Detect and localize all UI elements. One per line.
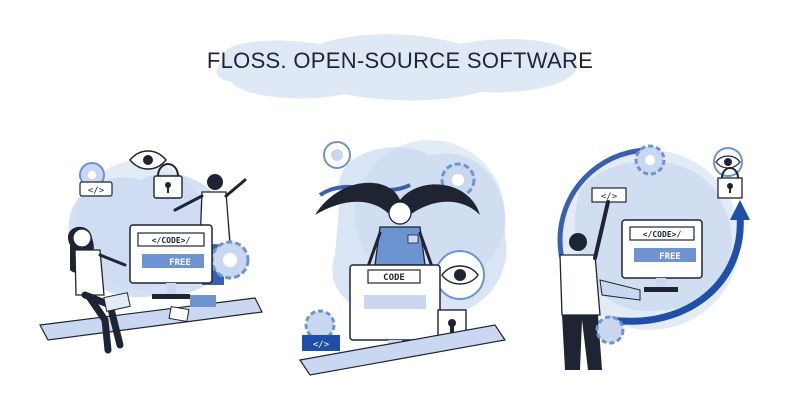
man-figure: [559, 200, 610, 370]
eye-icon: [129, 150, 167, 170]
monitor: </CODE>/ FREE: [129, 224, 213, 299]
header: FLOSS. OPEN-SOURCE SOFTWARE: [0, 0, 800, 110]
lock-icon: [153, 163, 183, 199]
scene-woman-at-computer: </> </CODE>/: [30, 130, 280, 380]
target-icon: [323, 141, 351, 169]
gear-icon: [634, 144, 666, 176]
svg-text:</CODE>/: </CODE>/: [152, 236, 191, 245]
svg-text:</>: </>: [88, 186, 105, 196]
eye-icon: [435, 250, 485, 300]
code-tag-icon: </>: [79, 181, 113, 197]
svg-text:CODE: CODE: [383, 273, 405, 283]
code-tag-icon: </>: [302, 335, 340, 351]
lock-icon: [717, 167, 743, 199]
svg-text:</CODE>/: </CODE>/: [643, 230, 682, 239]
svg-text:FREE: FREE: [659, 252, 681, 262]
scene-woman-with-code: CODE </>: [280, 125, 530, 395]
page-title: FLOSS. OPEN-SOURCE SOFTWARE: [206, 48, 594, 73]
gear-icon: [210, 240, 250, 280]
eye-icon: [713, 147, 743, 177]
woman-figure: [67, 226, 127, 354]
monitor: </CODE>/ FREE: [621, 219, 703, 292]
code-tag-icon: </>: [591, 187, 627, 203]
title-cloud-shape: [216, 34, 578, 101]
arrow-icon: [609, 200, 750, 325]
svg-text:FREE: FREE: [169, 258, 191, 268]
gear-icon: [304, 309, 336, 341]
svg-text:</>: </>: [313, 340, 330, 350]
scene-man-with-arrow: </> </CODE>/ FREE: [540, 130, 780, 380]
gear-icon: [595, 315, 625, 345]
svg-text:</>: </>: [601, 192, 618, 202]
